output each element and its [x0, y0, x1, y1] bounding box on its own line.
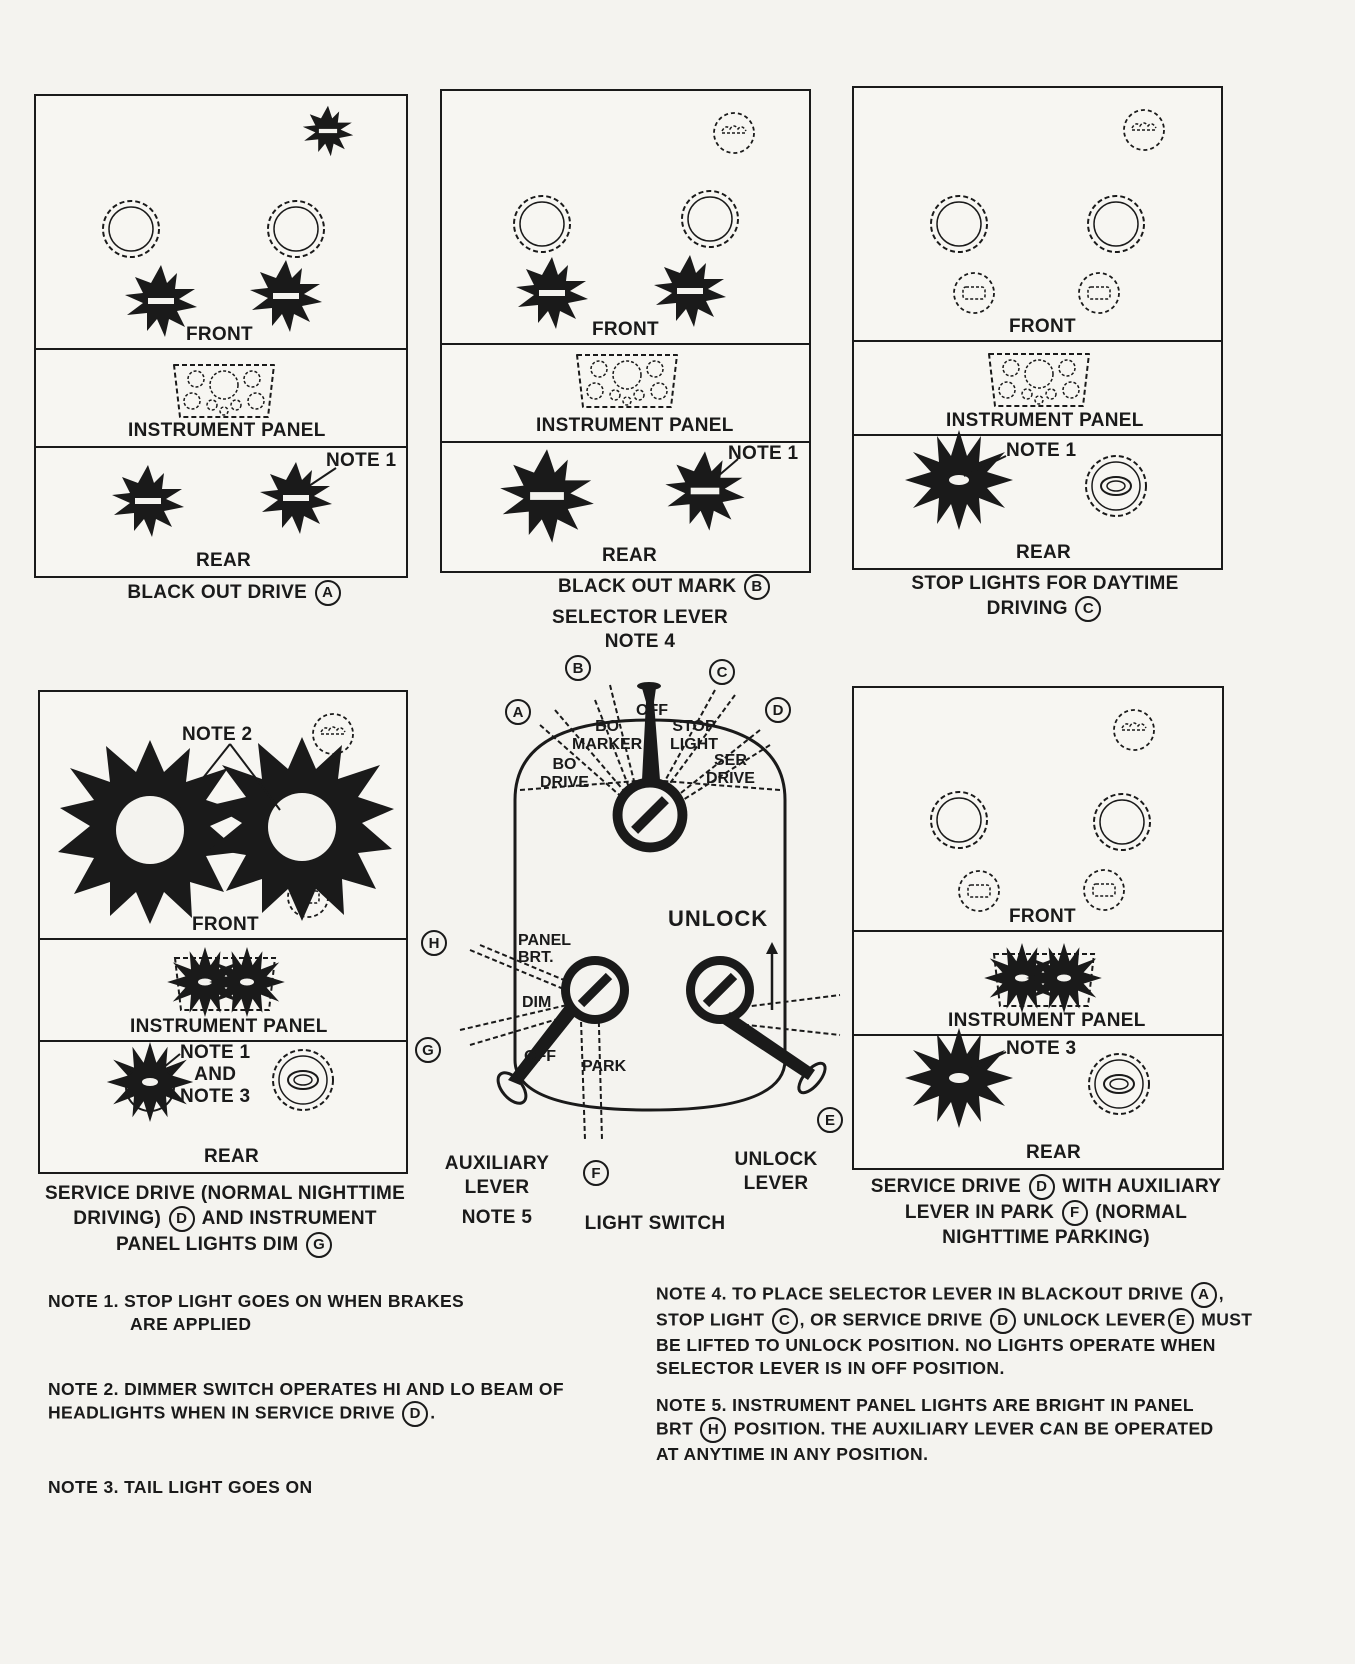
note-1: NOTE 1. STOP LIGHT GOES ON WHEN BRAKES A… — [48, 1291, 465, 1334]
caption-e: SERVICE DRIVE D WITH AUXILIARY LEVER IN … — [856, 1174, 1236, 1250]
note1-and-note3: NOTE 1 AND NOTE 3 — [180, 1042, 251, 1107]
rear-right-a — [260, 462, 332, 534]
front-marker-right-e — [1083, 869, 1125, 911]
note3-label: NOTE 3 — [1006, 1038, 1077, 1059]
front-label: FRONT — [186, 324, 253, 345]
note-5: NOTE 5. INSTRUMENT PANEL LIGHTS ARE BRIG… — [656, 1395, 1214, 1464]
front-marker-right-c — [1078, 272, 1120, 314]
top-light-b — [713, 112, 755, 154]
caption-b: BLACK OUT MARK B — [530, 574, 800, 600]
front-label: FRONT — [192, 914, 259, 935]
label-light-switch: LIGHT SWITCH — [584, 1213, 726, 1234]
rear-tail-lamp-c — [1085, 455, 1147, 517]
top-light-c — [1123, 109, 1165, 151]
rear-label: REAR — [204, 1146, 260, 1167]
switch-letter-d: D — [773, 702, 784, 719]
headlight-left-b — [513, 195, 571, 253]
instrument-panel-c — [988, 353, 1090, 407]
label-unlock-lever: UNLOCK LEVER — [734, 1149, 818, 1194]
caption-a: BLACK OUT DRIVE A — [90, 580, 380, 606]
label-unlock: UNLOCK — [668, 906, 769, 931]
panel-b-graphics — [500, 112, 755, 543]
label-park: PARK — [582, 1058, 627, 1075]
headlight-right-c — [1087, 195, 1145, 253]
rear-left-a — [112, 465, 184, 537]
switch-letter-g: G — [422, 1042, 434, 1059]
label-off: OFF — [636, 702, 668, 719]
rear-label: REAR — [602, 545, 658, 566]
rear-label: REAR — [196, 550, 252, 571]
panel-blackout-mark: FRONT INSTRUMENT PANEL NOTE 1 REAR — [440, 89, 811, 573]
panel-a-graphics — [102, 105, 354, 537]
note1-label: NOTE 1 — [1006, 440, 1077, 461]
panel-blackout-drive: FRONT INSTRUMENT PANEL NOTE 1 REAR — [34, 94, 408, 578]
instrument-panel-label: INSTRUMENT PANEL — [536, 415, 734, 436]
note2-label: NOTE 2 — [182, 724, 253, 745]
note1-label: NOTE 1 — [326, 450, 397, 471]
instrument-panel-bright-e — [984, 943, 1102, 1013]
note-4: NOTE 4. TO PLACE SELECTOR LEVER IN BLACK… — [656, 1282, 1253, 1378]
rear-tail-lamp-e — [1088, 1053, 1150, 1115]
top-light-d — [312, 713, 354, 755]
instrument-panel-label: INSTRUMENT PANEL — [948, 1010, 1146, 1031]
top-light-e — [1113, 709, 1155, 751]
headlight-beam-right — [210, 737, 394, 921]
headlight-left-a — [102, 200, 160, 258]
instrument-panel-label: INSTRUMENT PANEL — [946, 410, 1144, 431]
front-marker-left-b — [516, 257, 588, 329]
front-label: FRONT — [1009, 906, 1076, 927]
headlight-left-c — [930, 195, 988, 253]
switch-letter-e: E — [825, 1112, 835, 1129]
switch-letter-h: H — [429, 935, 440, 952]
panel-e-graphics — [905, 709, 1155, 1128]
panel-stop-lights-daytime: FRONT INSTRUMENT PANEL NOTE 1 REAR — [852, 86, 1223, 570]
headlight-left-e — [930, 791, 988, 849]
switch-letter-b: B — [573, 660, 584, 677]
instrument-panel-bright — [167, 947, 285, 1017]
headlight-right-e — [1093, 793, 1151, 851]
rear-left-b — [500, 449, 594, 543]
rear-stop-light-e — [905, 1028, 1013, 1128]
note1-label: NOTE 1 — [728, 443, 799, 464]
rear-stop-light-c — [905, 430, 1013, 530]
instrument-panel-b — [576, 354, 678, 408]
note-3: NOTE 3. TAIL LIGHT GOES ON — [48, 1477, 313, 1497]
headlight-right-a — [267, 200, 325, 258]
front-label: FRONT — [592, 319, 659, 340]
panel-c-graphics — [905, 109, 1165, 530]
instrument-panel-a — [173, 364, 275, 418]
instrument-panel-label: INSTRUMENT PANEL — [130, 1016, 328, 1037]
rear-label: REAR — [1016, 542, 1072, 563]
selector-lever-title: SELECTOR LEVER NOTE 4 — [552, 607, 728, 652]
headlight-beam-left — [58, 740, 242, 924]
headlight-right-b — [681, 190, 739, 248]
front-marker-right-a — [250, 260, 322, 332]
rear-tail-lamp-d — [272, 1049, 334, 1111]
panel-service-drive: NOTE 2 FRONT INSTRUMENT PANEL NOTE 1 AND… — [38, 690, 408, 1174]
caption-c: STOP LIGHTS FOR DAYTIME DRIVING C — [880, 572, 1210, 622]
caption-d: SERVICE DRIVE (NORMAL NIGHTTIME DRIVING)… — [30, 1182, 420, 1258]
top-light-a — [302, 105, 354, 157]
label-off-aux: OFF — [524, 1048, 556, 1065]
panel-service-drive-park: FRONT INSTRUMENT PANEL NOTE 3 REAR — [852, 686, 1224, 1170]
light-switch-diagram: A B C D H G F E — [415, 655, 843, 1186]
note-2: NOTE 2. DIMMER SWITCH OPERATES HI AND LO… — [48, 1378, 618, 1427]
label-dim: DIM — [522, 994, 552, 1011]
switch-letter-f: F — [591, 1165, 600, 1182]
rear-label: REAR — [1026, 1142, 1082, 1163]
instrument-panel-label: INSTRUMENT PANEL — [128, 420, 326, 441]
label-auxiliary-lever: AUXILIARY LEVER NOTE 5 — [444, 1153, 550, 1228]
switch-letter-a: A — [513, 704, 524, 721]
switch-letter-c: C — [717, 664, 728, 681]
panel-d-graphics — [58, 713, 394, 1122]
front-marker-left-c — [953, 272, 995, 314]
front-label: FRONT — [1009, 316, 1076, 337]
front-marker-left-e — [958, 870, 1000, 912]
front-marker-right-b — [654, 255, 726, 327]
